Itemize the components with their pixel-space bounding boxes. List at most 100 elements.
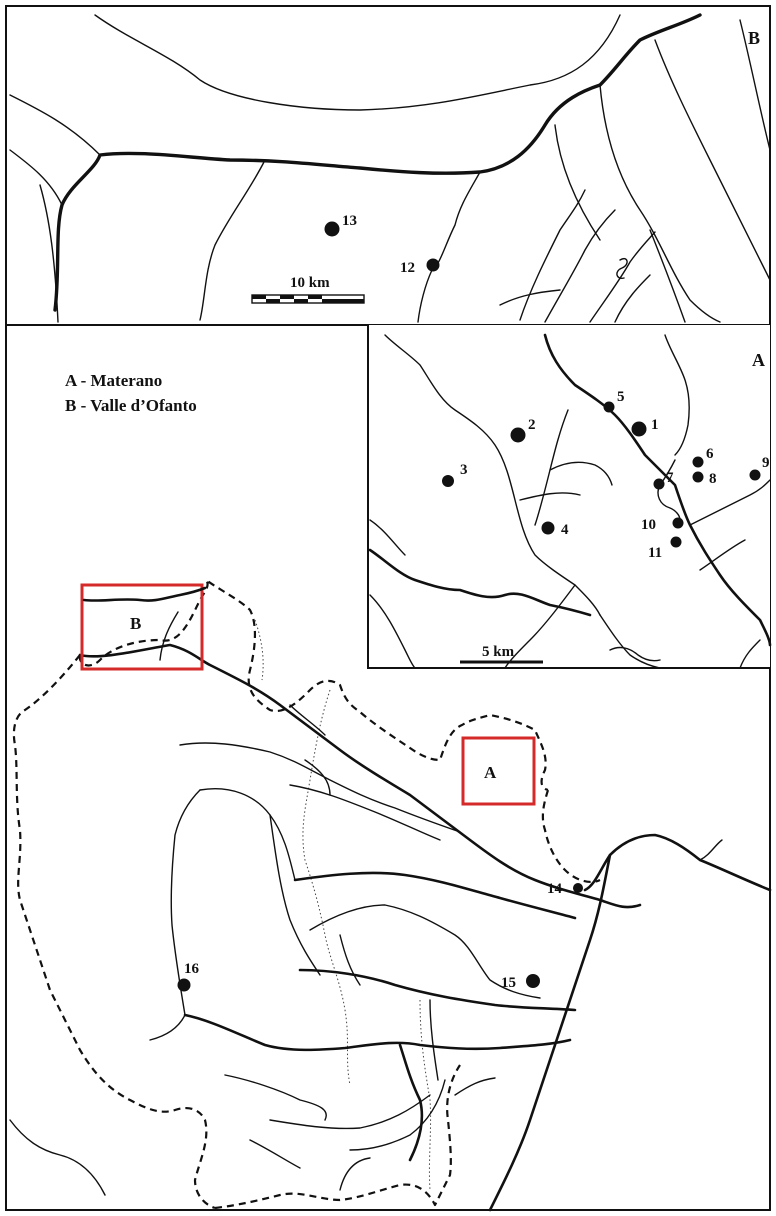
panel-a-river [664,334,690,456]
river [293,871,577,920]
site-label-9: 9 [762,455,770,471]
panel-b-river [519,189,586,321]
site-marker-15 [526,974,540,988]
site-marker-8 [692,471,704,483]
river [289,784,441,841]
panel-a-river [504,584,576,669]
panel-a-scale-label: 5 km [482,644,515,660]
main-map: B A 14 15 16 A - Materano B - Valle d’Of… [9,371,772,1212]
river [429,999,439,1081]
panel-b-river [499,289,561,306]
panel-b-river [589,231,656,323]
area-box-b-label: B [130,614,141,633]
legend-entry-a: A - Materano [65,371,162,390]
site-marker-4 [541,521,555,535]
coastline [488,853,612,1212]
site-marker-6 [692,456,704,468]
site-label-4: 4 [561,522,569,538]
panel-a-label: A [752,350,765,370]
site-label-1: 1 [651,417,659,433]
panel-a-river [609,646,661,662]
panel-b-river [94,14,621,111]
panel-b-river [544,209,616,323]
panel-b-river [9,94,101,156]
river [349,1079,446,1151]
river [339,1157,371,1191]
river [269,1094,431,1130]
area-box-b-river [159,611,179,661]
site-marker-10 [672,517,684,529]
panel-a-river [369,594,416,669]
river [289,704,326,736]
panel-a-river [543,333,772,647]
river [309,904,541,999]
panel-b-main-river [53,13,702,312]
inset-panel-b: 10 km B 13 12 [6,13,771,326]
river [9,1119,106,1196]
area-box-a-label: A [484,763,497,782]
site-label-13: 13 [342,213,357,229]
river [304,759,331,796]
panel-b-river [599,84,721,323]
river [224,1074,327,1121]
panel-a-river [549,461,613,486]
panel-b-river [614,258,651,323]
area-box-b [80,583,204,671]
panel-b-label: B [748,28,760,48]
panel-b-river [739,19,771,151]
site-label-10: 10 [641,517,656,533]
site-marker-3 [442,475,454,487]
river [269,814,321,976]
site-marker-2 [510,427,526,443]
inset-panel-a: 5 km A 1 2 3 4 5 6 7 8 9 10 11 [367,325,772,669]
site-marker-7 [653,478,665,490]
site-marker-13 [324,221,340,237]
internal-boundary [254,619,264,681]
site-label-14: 14 [547,881,563,897]
river [179,742,461,833]
panel-a-river [699,539,746,571]
site-marker-16 [177,978,191,992]
panel-b-river [199,159,266,321]
site-marker-1 [631,421,647,437]
site-marker-9 [749,469,761,481]
panel-b-river [649,229,686,323]
site-label-2: 2 [528,417,536,433]
regional-border [12,654,216,1210]
panel-b-river [654,39,771,281]
panel-a-river [689,479,771,526]
panel-b-river [554,124,601,241]
panel-b-scale-label: 10 km [290,275,330,291]
river [339,934,361,986]
regional-border [214,1064,461,1210]
area-box-b-river [82,586,207,602]
site-label-8: 8 [709,471,717,487]
coastline [583,833,772,892]
site-marker-14 [573,883,583,893]
panel-a-river [368,548,592,617]
panel-b-scale-bar: 10 km [251,275,365,304]
internal-boundary [419,999,432,1191]
site-marker-11 [670,536,682,548]
panel-a-river [739,639,761,669]
river [199,788,296,881]
area-box-a [461,736,536,806]
site-label-7: 7 [666,470,674,486]
panel-a-background [368,325,770,668]
river [298,968,577,1012]
internal-boundary [302,689,351,1086]
site-label-15: 15 [501,975,516,991]
coastline [699,839,723,861]
panel-a-river [384,334,601,616]
river [454,1077,496,1096]
panel-b-river [39,184,59,323]
site-label-6: 6 [706,446,714,462]
site-marker-5 [603,401,615,413]
site-label-12: 12 [400,260,415,276]
river [170,789,201,1016]
panel-b-river [417,171,481,323]
site-label-5: 5 [617,389,625,405]
site-label-11: 11 [648,545,662,561]
panel-a-river [657,459,681,521]
